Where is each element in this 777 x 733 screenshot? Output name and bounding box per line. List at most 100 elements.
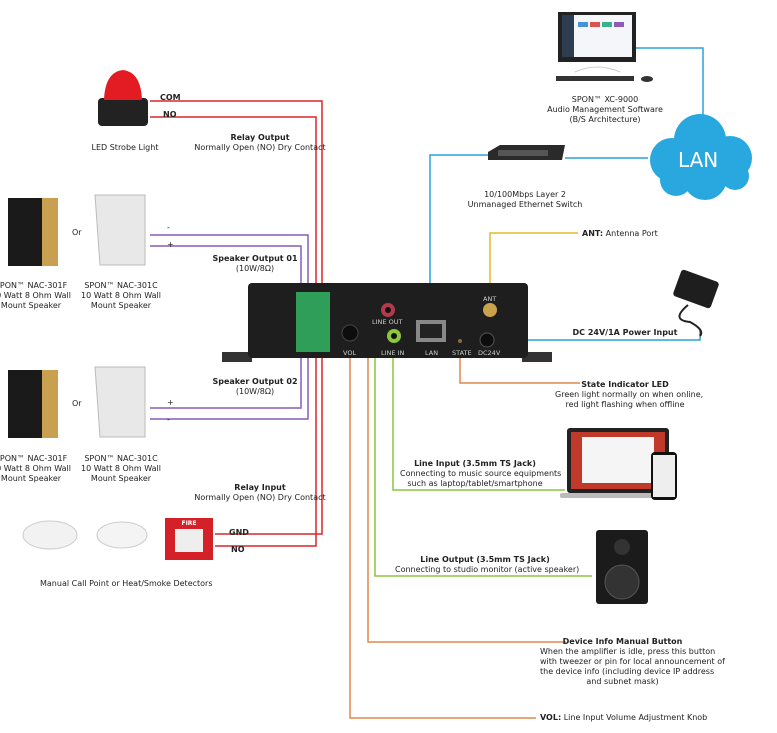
line: When the amplifier is idle, press this b… bbox=[540, 647, 716, 656]
speaker-nac-301c-bottom bbox=[94, 366, 146, 438]
computer-image bbox=[556, 12, 653, 82]
line: and subnet mask) bbox=[586, 677, 659, 686]
title: VOL: bbox=[540, 713, 562, 722]
label-line: 10 Watt 8 Ohm Wall bbox=[0, 291, 71, 300]
speaker-nac-301c-top bbox=[94, 194, 146, 266]
wire-vol bbox=[349, 345, 536, 719]
relay-gnd-label: GND bbox=[229, 528, 249, 537]
speaker-nac-301f-top bbox=[8, 198, 58, 266]
studio-monitor-image bbox=[596, 530, 648, 604]
label-line: 10 Watt 8 Ohm Wall bbox=[81, 464, 161, 473]
line: (B/S Architecture) bbox=[569, 115, 641, 124]
port-label-lan: LAN bbox=[425, 349, 439, 357]
label-line: Mount Speaker bbox=[90, 301, 152, 310]
speaker-output-01-label: Speaker Output 01(10W/8Ω) bbox=[210, 254, 300, 274]
speaker-nac-301f-bottom bbox=[8, 370, 58, 438]
power-label: DC 24V/1A Power Input bbox=[572, 328, 678, 337]
vol-label: VOL: Line Input Volume Adjustment Knob bbox=[540, 713, 707, 723]
title: ANT: bbox=[582, 229, 604, 238]
wire-antenna bbox=[489, 232, 578, 300]
line-output-label: Line Output (3.5mm TS Jack)Connecting to… bbox=[395, 555, 580, 575]
relay-output-desc: Normally Open (NO) Dry Contact bbox=[194, 143, 326, 152]
spk1-minus: - bbox=[167, 223, 170, 232]
label-line: SPON™ NAC-301F bbox=[0, 454, 68, 463]
label-line: 10 Watt 8 Ohm Wall bbox=[81, 291, 161, 300]
label-line: Mount Speaker bbox=[0, 474, 62, 483]
speaker-output-02-label: Speaker Output 02(10W/8Ω) bbox=[210, 377, 300, 397]
strobe-com-label: COM bbox=[160, 93, 181, 102]
line: Audio Management Software bbox=[547, 105, 663, 114]
label-line: SPON™ NAC-301C bbox=[84, 454, 158, 463]
label-line: Mount Speaker bbox=[0, 301, 62, 310]
port-label-vol: VOL bbox=[343, 349, 357, 357]
spk2-plus: + bbox=[167, 398, 174, 407]
wire-spk1-minus bbox=[150, 234, 309, 292]
spec: (10W/8Ω) bbox=[235, 264, 275, 273]
detectors-label: Manual Call Point or Heat/Smoke Detector… bbox=[40, 579, 213, 588]
wire-power bbox=[487, 330, 701, 341]
line: 10/100Mbps Layer 2 bbox=[484, 190, 566, 199]
wire-lan bbox=[429, 154, 488, 330]
wire-line-in bbox=[392, 330, 565, 491]
line: SPON™ XC-9000 bbox=[571, 95, 639, 104]
title: Speaker Output 02 bbox=[212, 377, 298, 386]
line: Green light normally on when online, bbox=[555, 390, 704, 399]
spk2-minus: - bbox=[167, 415, 170, 424]
or-label-bottom: Or bbox=[72, 399, 82, 408]
wire-spk2-plus bbox=[150, 356, 302, 409]
port-label-line-out: LINE OUT bbox=[372, 318, 403, 326]
wire-relayin-gnd bbox=[215, 356, 323, 535]
antenna-label: ANT: Antenna Port bbox=[582, 229, 658, 239]
title: Relay Input bbox=[234, 483, 286, 492]
wire-spk2-minus bbox=[150, 356, 309, 420]
port-label-state: STATE bbox=[452, 349, 472, 357]
title: Speaker Output 01 bbox=[212, 254, 298, 263]
line: Connecting to music source equipments bbox=[400, 469, 562, 478]
relay-output-title: Relay Output bbox=[230, 133, 290, 142]
lan-cloud-label: LAN bbox=[678, 148, 719, 172]
call-point-fire-label: FIRE bbox=[181, 520, 197, 527]
line: Connecting to studio monitor (active spe… bbox=[395, 565, 580, 574]
wire-relay-no bbox=[150, 116, 317, 292]
line: Unmanaged Ethernet Switch bbox=[467, 200, 583, 209]
relay-no-label: NO bbox=[231, 545, 245, 554]
spec: (10W/8Ω) bbox=[235, 387, 275, 396]
desc: Antenna Port bbox=[605, 229, 658, 238]
line: with tweezer or pin for local announceme… bbox=[540, 657, 725, 666]
strobe-no-label: NO bbox=[163, 110, 177, 119]
title: Line Input (3.5mm TS Jack) bbox=[414, 459, 536, 468]
lan-cloud bbox=[650, 114, 752, 200]
line-input-label: Line Input (3.5mm TS Jack)Connecting to … bbox=[400, 459, 562, 489]
line: the device info (including device IP add… bbox=[540, 667, 715, 676]
power-adapter-image bbox=[673, 269, 719, 337]
wire-spk1-plus bbox=[150, 245, 302, 292]
wire-device-info bbox=[367, 352, 566, 643]
wire-relayin-no bbox=[215, 356, 317, 547]
desc: Normally Open (NO) Dry Contact bbox=[194, 493, 326, 502]
or-label-top: Or bbox=[72, 228, 82, 237]
label-line: Mount Speaker bbox=[90, 474, 152, 483]
led-strobe-light-image bbox=[98, 70, 148, 126]
label-line: SPON™ NAC-301F bbox=[0, 281, 68, 290]
desc: Line Input Volume Adjustment Knob bbox=[563, 713, 708, 722]
strobe-label: LED Strobe Light bbox=[91, 143, 159, 152]
title: Line Output (3.5mm TS Jack) bbox=[420, 555, 550, 564]
port-label-ant: ANT bbox=[483, 295, 497, 303]
spk1-plus: + bbox=[167, 240, 174, 249]
wire-pc-cloud bbox=[636, 47, 704, 125]
amplifier-device bbox=[222, 283, 552, 362]
ethernet-switch-image bbox=[488, 145, 565, 160]
line: such as laptop/tablet/smartphone bbox=[407, 479, 543, 488]
